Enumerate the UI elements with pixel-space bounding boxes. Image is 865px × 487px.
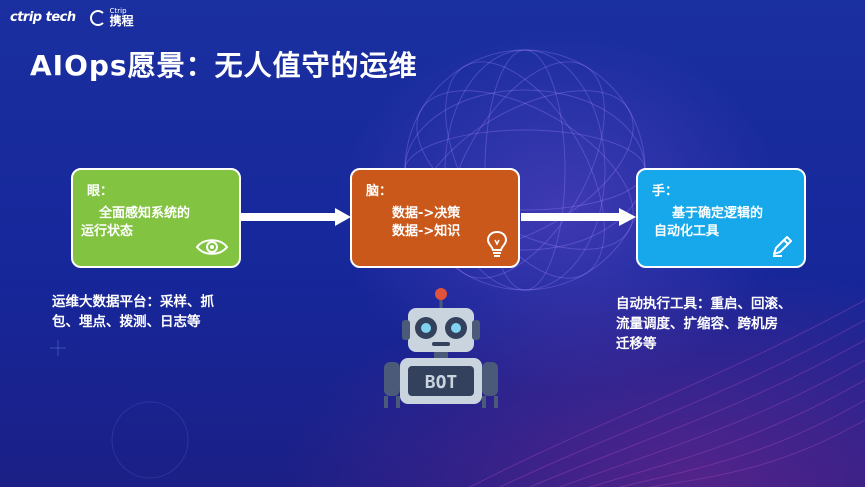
robot-icon: BOT [384, 288, 498, 408]
left-description-line1: 运维大数据平台：采样、抓 [52, 294, 214, 310]
logo-bar: ctrip tech Ctrip 携程 [10, 7, 134, 28]
right-description-line2: 流量调度、扩缩容、跨机房 [616, 316, 778, 332]
right-description-line3: 迁移等 [616, 336, 657, 352]
hand-box-line2: 自动化工具 [654, 224, 720, 239]
ctrip-tech-logo: ctrip tech [10, 10, 76, 25]
page-title: AIOps愿景：无人值守的运维 [30, 49, 418, 82]
brain-box-heading: 脑： [366, 184, 393, 199]
hand-box-line1: 基于确定逻辑的 [672, 206, 764, 221]
pencil-icon [773, 236, 792, 257]
eye-box: 眼： 全面感知系统的 运行状态 [71, 168, 241, 268]
eye-box-line2: 运行状态 [81, 224, 134, 239]
left-description: 运维大数据平台：采样、抓 包、埋点、拨测、日志等 [52, 292, 214, 332]
robot-illustration: BOT [378, 286, 504, 420]
arrow-brain-to-hand [521, 208, 636, 226]
lightbulb-icon [486, 230, 508, 257]
arrow-eye-to-brain [241, 208, 351, 226]
eye-icon [195, 239, 229, 255]
ctrip-logo-cn: 携程 [109, 14, 134, 28]
right-description: 自动执行工具：重启、回滚、 流量调度、扩缩容、跨机房 迁移等 [616, 294, 792, 354]
eye-box-heading: 眼： [87, 184, 114, 199]
ctrip-logo-en: Ctrip [109, 7, 127, 15]
eye-box-line1: 全面感知系统的 [99, 206, 191, 221]
brain-box-line2: 数据->知识 [392, 224, 461, 239]
brain-box-line1: 数据->决策 [392, 206, 461, 221]
brain-box: 脑： 数据->决策 数据->知识 [350, 168, 520, 268]
ctrip-logo-icon [89, 9, 106, 26]
ctrip-tech-logo-text: ctrip tech [10, 10, 76, 25]
hand-box-heading: 手： [652, 184, 679, 199]
left-description-line2: 包、埋点、拨测、日志等 [52, 314, 201, 330]
ctrip-logo: Ctrip 携程 [89, 7, 134, 28]
robot-label: BOT [425, 372, 458, 393]
right-description-line1: 自动执行工具：重启、回滚、 [616, 296, 792, 312]
hand-box: 手： 基于确定逻辑的 自动化工具 [636, 168, 806, 268]
